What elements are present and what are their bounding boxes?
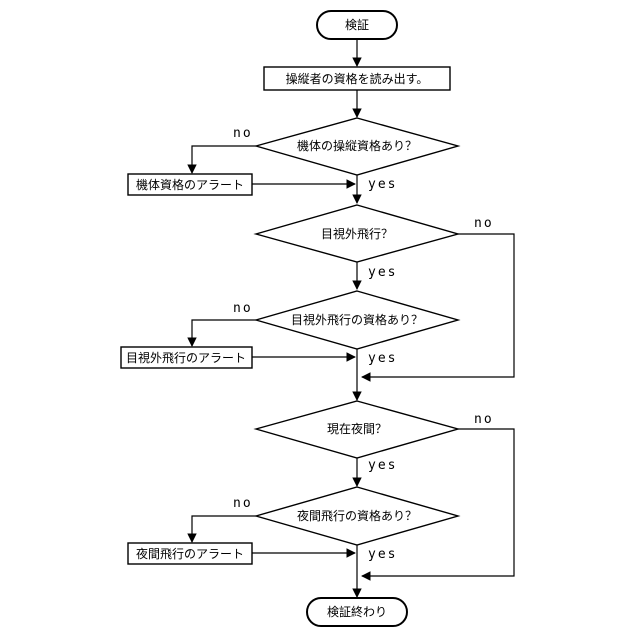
label-yes-bvlos-qual: yes xyxy=(368,351,397,366)
node-read-qual-label: 操縦者の資格を読み出す。 xyxy=(286,71,429,86)
node-alert-night: 夜間飛行のアラート xyxy=(128,543,252,564)
node-q-night-qual: 夜間飛行の資格あり？ xyxy=(256,487,458,545)
nodes: 検証 操縦者の資格を読み出す。 機体の操縦資格あり？ 機体資格のアラート 目視外… xyxy=(121,11,458,626)
node-alert-bvlos-label: 目視外飛行のアラート xyxy=(126,350,246,365)
node-q-night: 現在夜間？ xyxy=(256,401,458,458)
edge-q-night-qual-no xyxy=(192,516,256,542)
label-no-night: no xyxy=(474,412,494,427)
edge-q-pilot-no xyxy=(192,146,256,173)
node-alert-aircraft-label: 機体資格のアラート xyxy=(136,177,244,192)
node-end-label: 検証終わり xyxy=(327,604,387,619)
edge-q-bvlos-qual-no xyxy=(192,320,256,346)
label-yes-pilot: yes xyxy=(368,177,397,192)
node-alert-aircraft: 機体資格のアラート xyxy=(128,174,252,195)
label-no-bvlos: no xyxy=(474,216,494,231)
label-yes-night-qual: yes xyxy=(368,547,397,562)
node-q-pilot-qual: 機体の操縦資格あり？ xyxy=(256,118,458,175)
label-no-pilot: no xyxy=(233,126,253,141)
node-q-bvlos-qual-label: 目視外飛行の資格あり？ xyxy=(291,312,423,327)
label-no-bvlos-qual: no xyxy=(233,301,253,316)
node-q-bvlos: 目視外飛行？ xyxy=(256,205,458,262)
node-q-night-qual-label: 夜間飛行の資格あり？ xyxy=(297,508,417,523)
label-yes-night: yes xyxy=(368,458,397,473)
label-no-night-qual: no xyxy=(233,496,253,511)
node-q-pilot-qual-label: 機体の操縦資格あり？ xyxy=(297,138,417,153)
label-yes-bvlos: yes xyxy=(368,265,397,280)
node-start: 検証 xyxy=(317,11,397,39)
node-start-label: 検証 xyxy=(345,18,369,32)
node-q-bvlos-qual: 目視外飛行の資格あり？ xyxy=(256,291,458,349)
node-read-qual: 操縦者の資格を読み出す。 xyxy=(264,67,450,90)
node-end: 検証終わり xyxy=(307,598,407,626)
node-alert-bvlos: 目視外飛行のアラート xyxy=(121,347,252,368)
node-q-bvlos-label: 目視外飛行？ xyxy=(321,226,393,241)
node-q-night-label: 現在夜間？ xyxy=(327,421,387,436)
node-alert-night-label: 夜間飛行のアラート xyxy=(136,546,244,561)
